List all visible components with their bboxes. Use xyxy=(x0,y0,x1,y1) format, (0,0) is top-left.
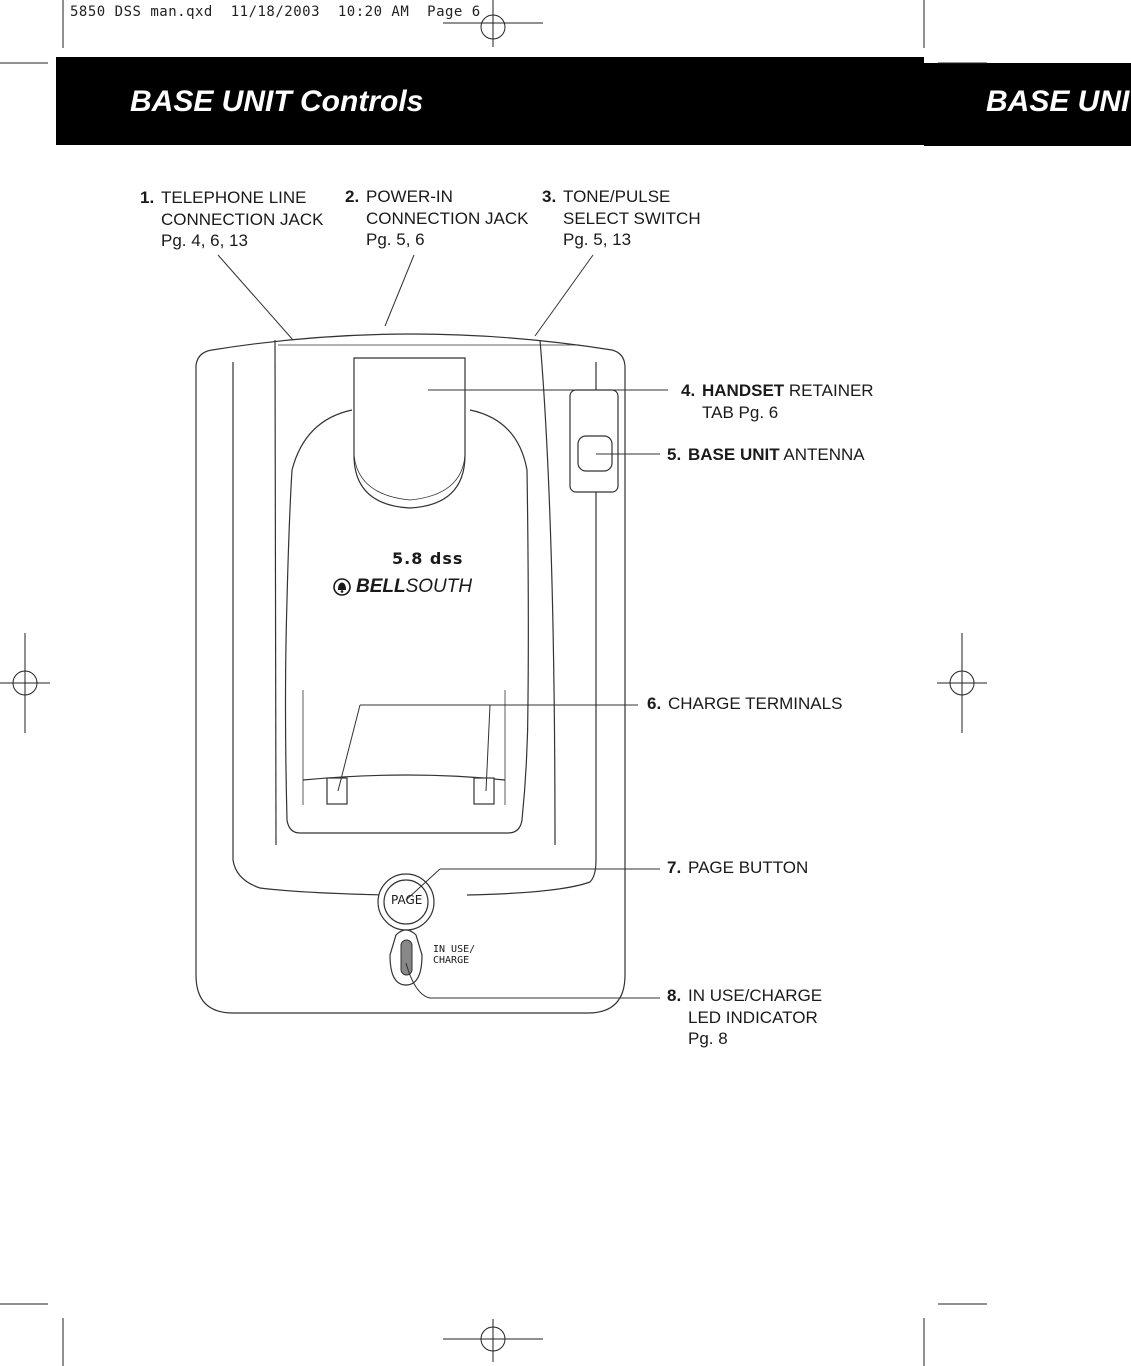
page-button-label: PAGE xyxy=(391,893,423,907)
callout-charge-terminals: 6.CHARGE TERMINALS xyxy=(647,694,843,713)
running-header-right: BASE UNIT xyxy=(986,85,1131,118)
registration-mark-icon xyxy=(0,633,50,733)
callout-tone-pulse-switch: 3.TONE/PULSE SELECT SWITCH Pg. 5, 13 xyxy=(542,187,701,249)
callout-led-indicator: 8.IN USE/CHARGE LED INDICATOR Pg. 8 xyxy=(667,986,823,1048)
callout-handset-retainer-tab: 4.HANDSET RETAINER TAB Pg. 6 xyxy=(681,381,874,422)
callout-page-button: 7.PAGE BUTTON xyxy=(667,858,809,877)
model-label: 5.8 dss xyxy=(392,549,464,568)
registration-mark-icon xyxy=(443,1319,543,1362)
registration-mark-icon xyxy=(937,633,987,733)
brand-logo: BELLSOUTH xyxy=(356,576,473,597)
file-slug-line: 5850 DSS man.qxd 11/18/2003 10:20 AM Pag… xyxy=(70,4,481,20)
registration-mark-icon xyxy=(443,0,543,47)
bell-logo-icon xyxy=(333,578,351,596)
led-indicator xyxy=(400,939,413,976)
led-label: IN USE/ CHARGE xyxy=(433,944,476,966)
header-band-right xyxy=(924,63,1131,146)
callout-base-unit-antenna: 5.BASE UNIT ANTENNA xyxy=(667,445,865,464)
leader-lines xyxy=(217,254,668,999)
base-unit-body xyxy=(195,333,626,1014)
callout-telephone-line-jack: 1.TELEPHONE LINE CONNECTION JACK Pg. 4, … xyxy=(140,188,324,250)
callout-power-in-jack: 2.POWER-IN CONNECTION JACK Pg. 5, 6 xyxy=(345,187,529,249)
header-band xyxy=(56,57,924,145)
page-title: BASE UNIT Controls xyxy=(130,85,424,118)
